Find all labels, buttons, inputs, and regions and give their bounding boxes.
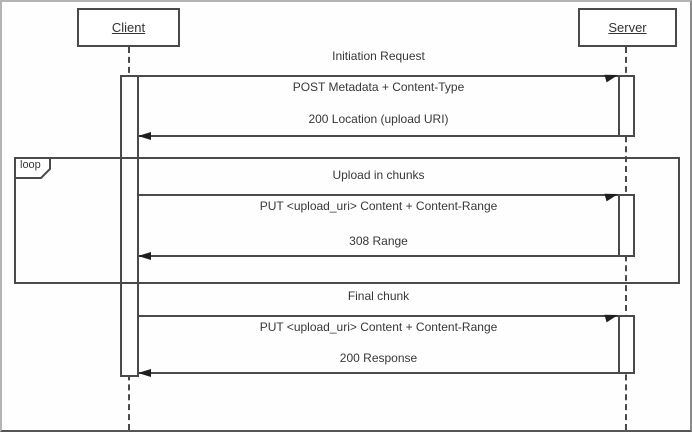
group-title-initiation-request: Initiation Request xyxy=(332,49,425,63)
arrowhead-left-3-icon xyxy=(138,369,151,377)
actor-server: Server xyxy=(578,8,677,47)
group-title-upload-in-chunks: Upload in chunks xyxy=(332,168,425,182)
arrowhead-left-1-icon xyxy=(138,132,151,140)
response-arrow-2 xyxy=(139,255,618,257)
client-activation-bar xyxy=(120,75,139,377)
actor-client: Client xyxy=(77,8,180,47)
server-activation-bar-2 xyxy=(618,194,635,257)
request-arrow-1 xyxy=(139,75,618,77)
arrowhead-left-2-icon xyxy=(138,252,151,260)
request-label-1: POST Metadata + Content-Type xyxy=(292,80,465,94)
loop-fragment-frame xyxy=(14,157,680,284)
actor-server-label: Server xyxy=(608,20,647,35)
response-arrow-1 xyxy=(139,135,618,137)
actor-client-label: Client xyxy=(111,20,146,35)
request-label-2: PUT <upload_uri> Content + Content-Range xyxy=(259,199,498,213)
loop-tab-pentagon xyxy=(14,157,51,179)
response-arrow-3 xyxy=(139,372,618,374)
group-title-final-chunk: Final chunk xyxy=(347,289,410,303)
server-activation-bar-1 xyxy=(618,75,635,137)
request-arrow-2 xyxy=(139,194,618,196)
response-label-2: 308 Range xyxy=(349,234,408,248)
request-label-3: PUT <upload_uri> Content + Content-Range xyxy=(259,320,498,334)
server-activation-bar-3 xyxy=(618,315,635,374)
request-arrow-3 xyxy=(139,315,618,317)
response-label-1: 200 Location (upload URI) xyxy=(308,112,449,126)
loop-label: loop xyxy=(20,159,41,171)
response-label-3: 200 Response xyxy=(339,351,418,365)
